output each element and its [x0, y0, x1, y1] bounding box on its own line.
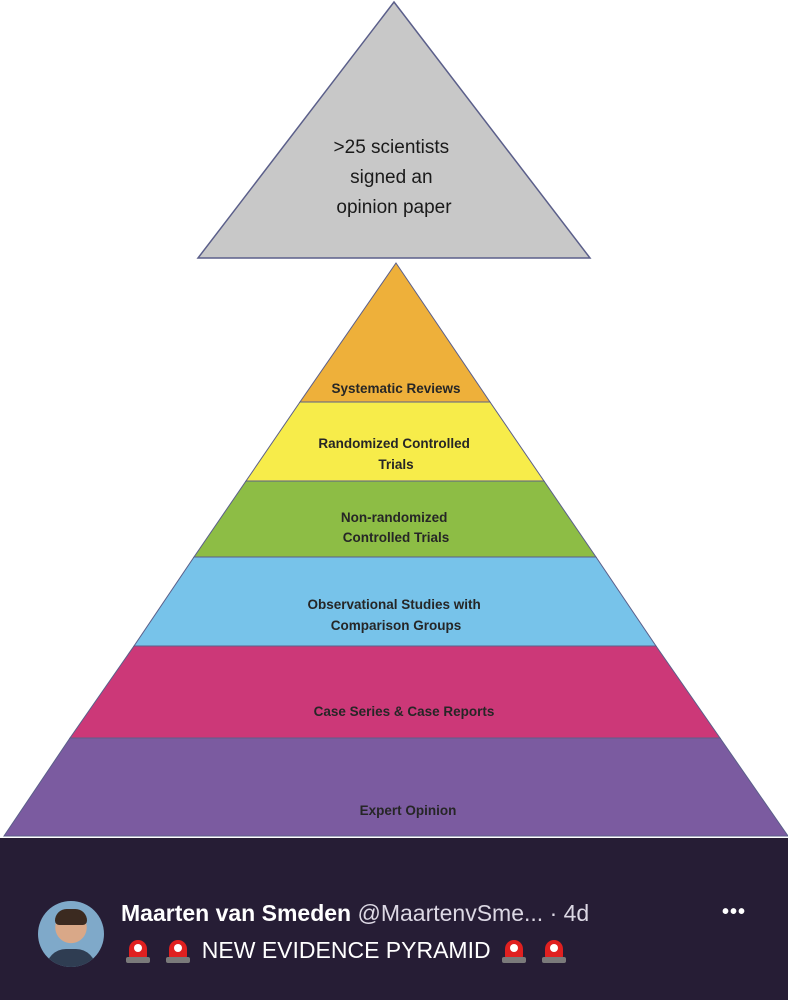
tier-label: Case Series & Case Reports [314, 704, 495, 719]
tier-label-line: Controlled Trials [343, 530, 450, 545]
police-siren-icon [126, 936, 150, 964]
apex-label: >25 scientists signed an opinion paper [334, 137, 455, 218]
tier-label-line: Trials [378, 457, 413, 472]
apex-triangle [196, 0, 592, 259]
avatar-shirt [46, 949, 96, 967]
tier-label-line: Non-randomized [341, 510, 448, 525]
apex-label-line: opinion paper [336, 197, 452, 218]
tier-label: Non-randomized Controlled Trials [341, 510, 451, 545]
apex-label-line: >25 scientists [334, 137, 450, 158]
more-options-button[interactable]: ••• [721, 901, 746, 923]
pyramid-tiers [3, 262, 788, 837]
tier-label: Expert Opinion [360, 803, 457, 818]
tier-label-line: Case Series & Case Reports [314, 704, 495, 719]
apex-triangle-group: >25 scientists signed an opinion paper [196, 0, 592, 259]
evidence-pyramid-figure: >25 scientists signed an opinion paper S… [3, 0, 788, 837]
tweet-text: NEW EVIDENCE PYRAMID [121, 933, 761, 967]
avatar[interactable] [38, 901, 104, 967]
tweet-header: Maarten van Smeden @MaartenvSme... · 4d [121, 897, 761, 929]
tier-expert-opinion [3, 737, 788, 837]
tier-label-line: Systematic Reviews [331, 381, 460, 396]
tier-label-line: Observational Studies with [307, 597, 480, 612]
pyramid-tier-labels: Systematic Reviews Randomized Controlled… [307, 381, 494, 818]
tweet-age[interactable]: · 4d [549, 900, 590, 926]
tweet-text-content: NEW EVIDENCE PYRAMID [201, 937, 491, 963]
tier-case-series [69, 645, 721, 739]
tier-label-line: Comparison Groups [331, 618, 462, 633]
tier-label-line: Expert Opinion [360, 803, 457, 818]
tier-label-line: Randomized Controlled [318, 436, 470, 451]
police-siren-icon [502, 936, 526, 964]
tweet-card[interactable] [0, 838, 788, 1000]
author-handle[interactable]: @MaartenvSme... [357, 900, 544, 926]
tier-label: Systematic Reviews [331, 381, 460, 396]
apex-label-line: signed an [350, 167, 432, 188]
author-name[interactable]: Maarten van Smeden [121, 900, 352, 926]
tier-label: Randomized Controlled Trials [318, 436, 473, 472]
police-siren-icon [542, 936, 567, 964]
police-siren-icon [166, 936, 191, 964]
tier-label: Observational Studies with Comparison Gr… [307, 597, 484, 633]
avatar-hair [55, 909, 87, 925]
